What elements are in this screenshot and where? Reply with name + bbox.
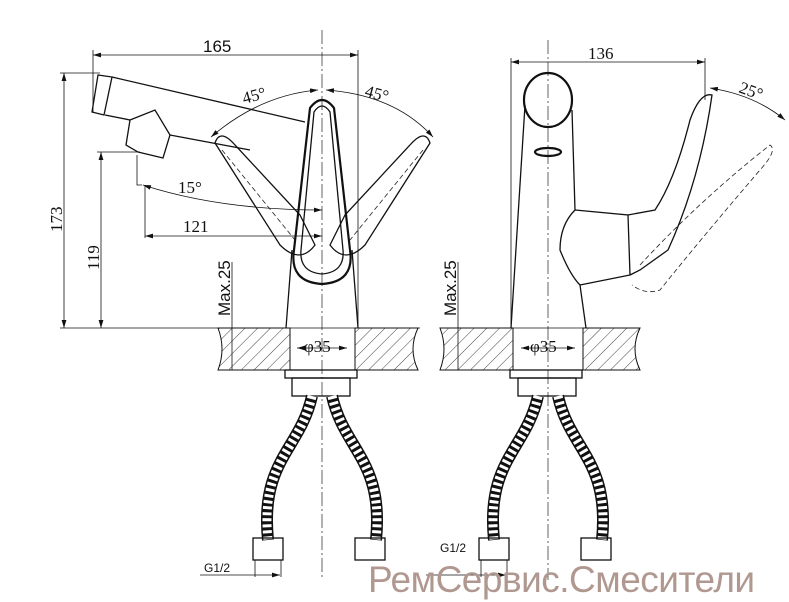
mounting-washer [284,369,358,379]
depth-dimension-label: 136 [588,44,614,63]
thread-label: G1/2 [440,541,466,555]
left-view: 165 173 119 15° 121 45° 45° Max.25 φ35 [47,30,434,580]
height-spout-label: 119 [84,245,103,270]
aerator [533,146,563,158]
hole-diameter-label: φ35 [530,337,557,356]
lever-angle-right-arc [325,88,434,138]
spout-head [522,71,574,129]
lever-left-position [214,135,316,256]
hose-right [326,394,384,541]
lever-inner [300,105,344,275]
spout-bracket [125,109,171,159]
lever-angle-arc [709,86,786,121]
countertop-section [217,327,419,371]
hose-braid [262,394,317,541]
reach-dimension-label: 121 [183,217,209,236]
hand-shower-head [91,74,113,116]
countertop-section [439,327,641,371]
hole-diameter-label: φ35 [304,337,331,356]
mounting-washer [509,369,583,379]
height-total-label: 173 [47,207,66,233]
hose-nut-left [252,537,284,561]
spout-angle-label: 15° [178,178,202,197]
faucet-body [285,249,359,329]
lever-angle-left-label: 45° [240,83,268,108]
width-dimension-label: 165 [203,37,231,56]
mounting-nut [517,377,577,397]
lever-angle-left-arc [210,88,319,138]
extension-line [136,155,142,186]
hose-braid [488,394,543,541]
lever-raised [627,94,713,276]
right-view: 136 25° Max.25 φ35 G1/2 [426,40,786,580]
watermark: РемСервис.Смесители [368,559,755,600]
hidden-line [221,149,296,241]
hidden-line [349,149,424,241]
spout-angle-arc [142,184,323,213]
thread-label: G1/2 [204,561,230,575]
hose-left [260,394,318,541]
hose-left [486,394,544,541]
lever-lowered [631,144,773,293]
max-thickness-label: Max.25 [441,260,460,316]
max-thickness-label: Max.25 [215,260,234,316]
hose-nut-right [354,537,386,561]
lever-base [574,209,631,286]
mounting-nut [291,377,351,397]
hose-braid [327,394,382,541]
lever-angle-label: 25° [737,78,766,104]
lever-angle-right-label: 45° [363,82,391,107]
hose-nut-left [478,537,510,561]
hose-braid [553,394,608,541]
hose-nut-right [580,537,612,561]
hose-right [552,394,610,541]
lever-handle [292,98,352,286]
lever-right-position [329,135,431,256]
faucet-body [510,104,587,329]
